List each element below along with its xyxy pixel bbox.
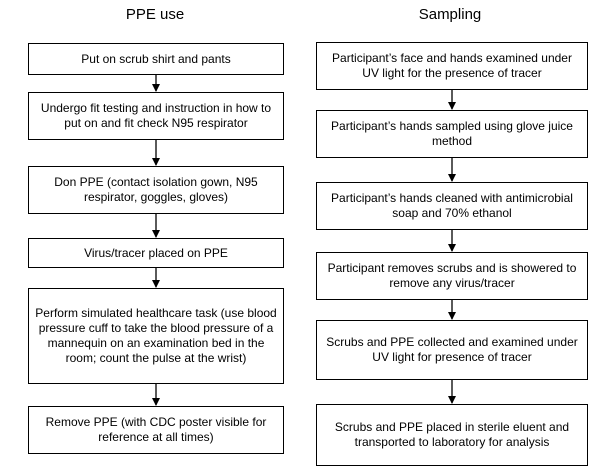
sampling-step-6-box: Scrubs and PPE placed in sterile eluent … xyxy=(316,404,588,466)
ppe-step-5-text: Perform simulated healthcare task (use b… xyxy=(35,306,277,365)
sampling-step-3-text: Participant’s hands cleaned with antimic… xyxy=(331,191,573,220)
ppe-step-4-box: Virus/tracer placed on PPE xyxy=(28,238,284,268)
sampling-column-title: Sampling xyxy=(418,6,482,23)
sampling-step-3-box: Participant’s hands cleaned with antimic… xyxy=(316,182,588,230)
ppe-step-5-box: Perform simulated healthcare task (use b… xyxy=(28,288,284,384)
ppe-use-column-title: PPE use xyxy=(125,6,185,23)
sampling-step-1-box: Participant’s face and hands examined un… xyxy=(316,42,588,90)
sampling-step-4-text: Participant removes scrubs and is shower… xyxy=(327,261,577,290)
ppe-step-6-box: Remove PPE (with CDC poster visible for … xyxy=(28,406,284,454)
ppe-step-4-text: Virus/tracer placed on PPE xyxy=(84,245,228,260)
ppe-step-3-text: Don PPE (contact isolation gown, N95 res… xyxy=(54,175,258,204)
ppe-step-2-text: Undergo fit testing and instruction in h… xyxy=(40,101,272,130)
sampling-step-1-text: Participant’s face and hands examined un… xyxy=(332,51,572,80)
ppe-step-1-text: Put on scrub shirt and pants xyxy=(81,51,231,66)
sampling-step-5-text: Scrubs and PPE collected and examined un… xyxy=(326,335,578,364)
sampling-step-6-text: Scrubs and PPE placed in sterile eluent … xyxy=(334,420,570,449)
sampling-step-5-box: Scrubs and PPE collected and examined un… xyxy=(316,320,588,380)
ppe-step-6-text: Remove PPE (with CDC poster visible for … xyxy=(45,415,267,444)
ppe-step-1-box: Put on scrub shirt and pants xyxy=(28,43,284,75)
sampling-step-2-text: Participant’s hands sampled using glove … xyxy=(331,119,573,148)
sampling-step-2-box: Participant’s hands sampled using glove … xyxy=(316,110,588,158)
ppe-step-2-box: Undergo fit testing and instruction in h… xyxy=(28,92,284,140)
sampling-step-4-box: Participant removes scrubs and is shower… xyxy=(316,252,588,300)
ppe-step-3-box: Don PPE (contact isolation gown, N95 res… xyxy=(28,166,284,214)
